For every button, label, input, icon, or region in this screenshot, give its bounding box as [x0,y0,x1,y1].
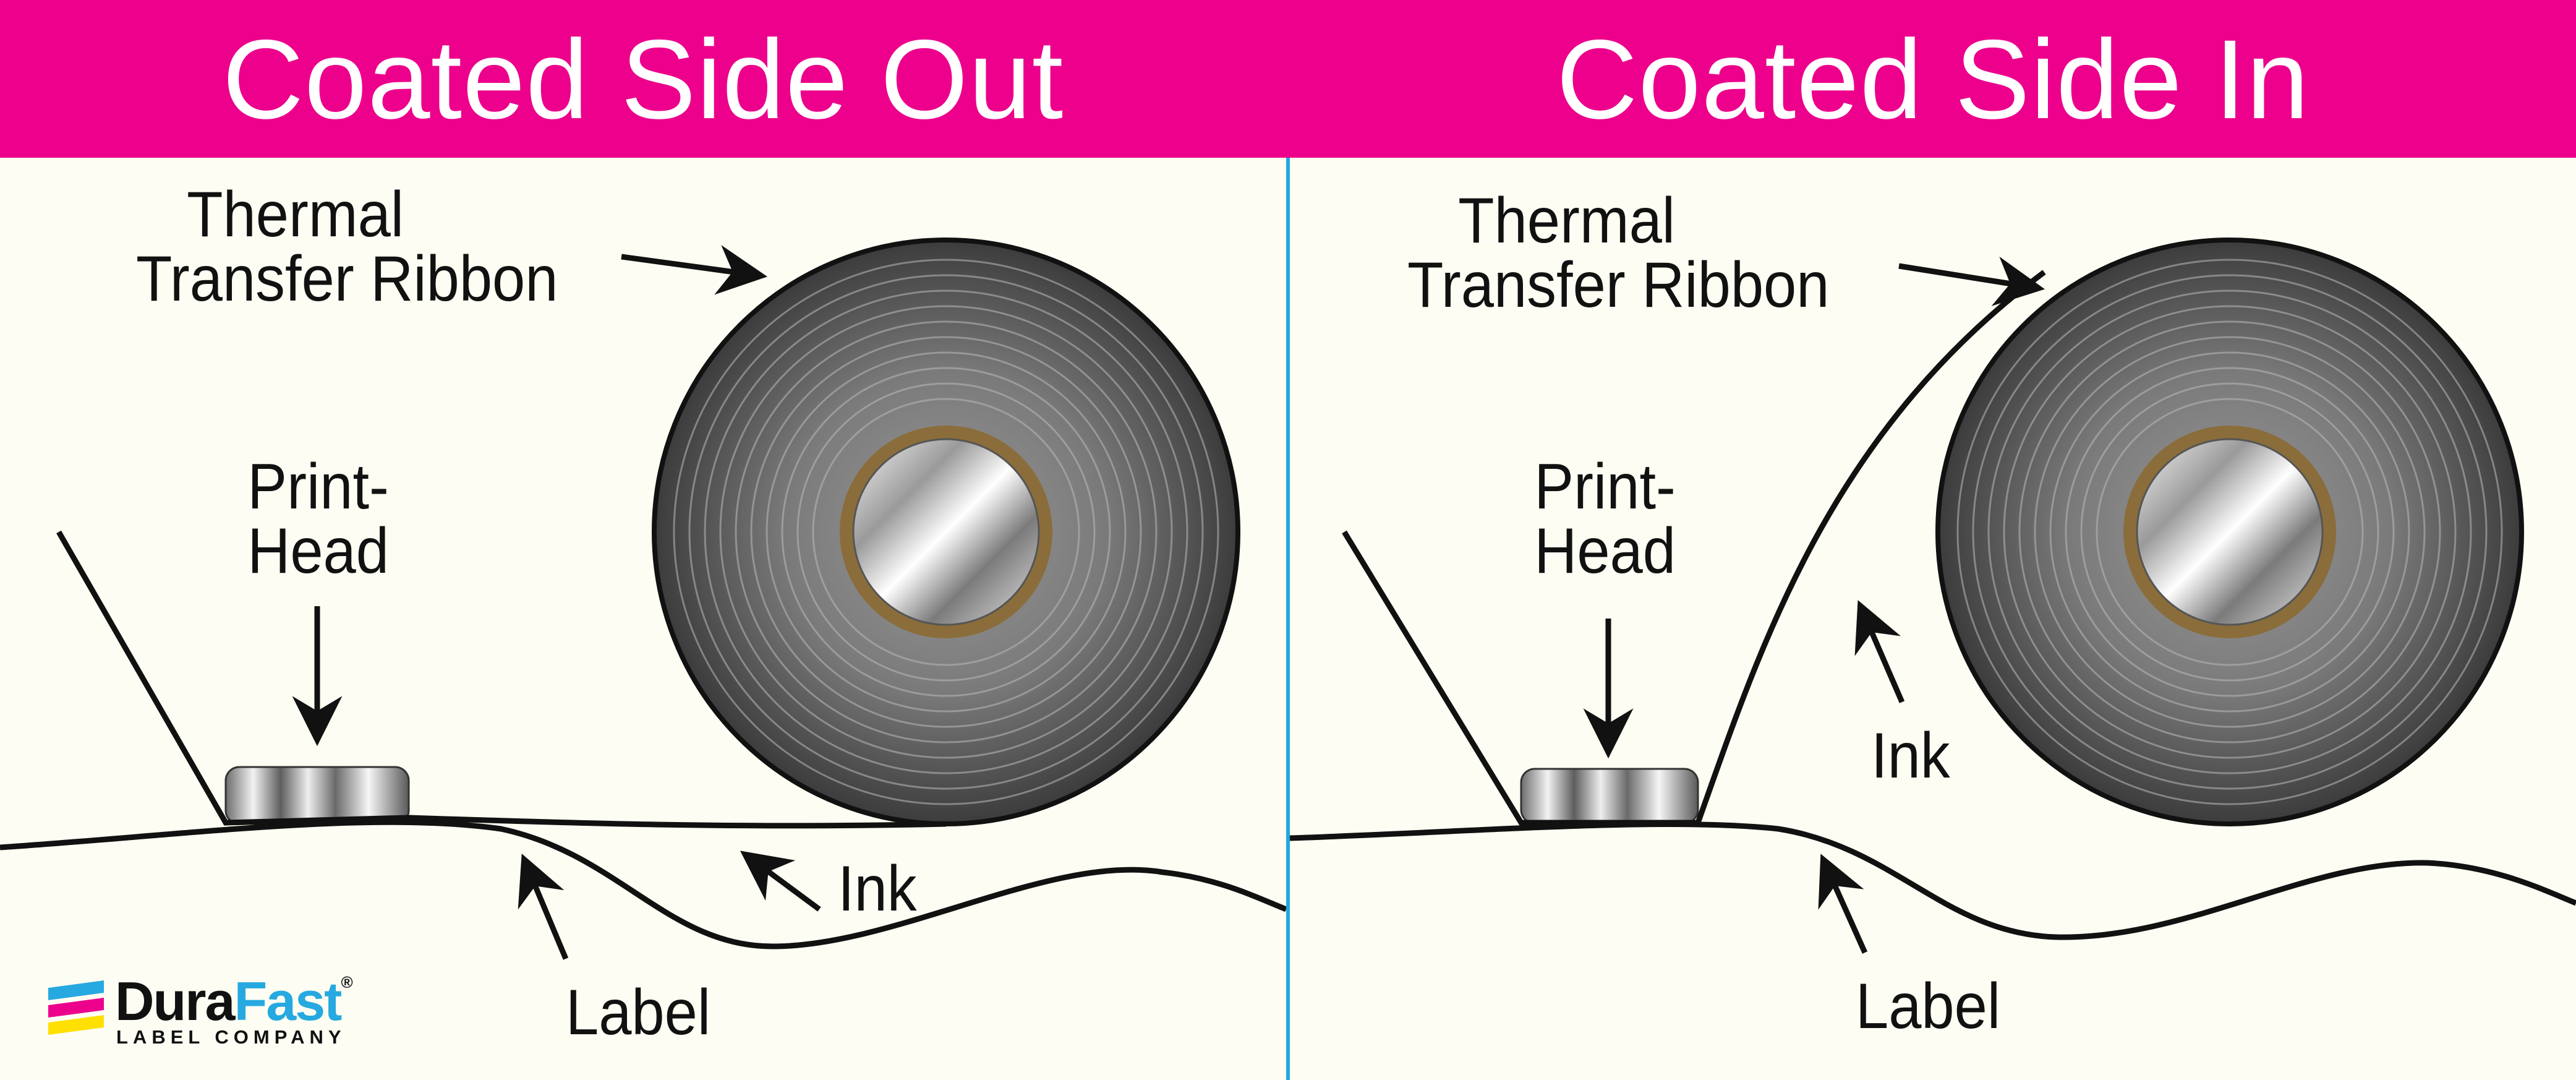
panel-coated-side-in: Coated Side In Thermal Transfer [1290,0,2576,1080]
label-path [0,819,1286,949]
logo-brand-fast: Fast [234,971,343,1032]
ribbon-label-line2: Transfer Ribbon [136,243,558,315]
ribbon-label: Thermal Transfer Ribbon [136,179,558,315]
ribbon-arrow [621,245,768,295]
hub [2136,438,2324,626]
ribbon-roll [652,238,1240,826]
logo-mark-icon [48,980,104,1035]
ribbon-label-line1: Thermal [1458,185,1676,257]
label-arrow [518,854,569,960]
hub [852,438,1040,626]
durafast-logo: DuraFast® LABEL COMPANY [42,974,353,1048]
ribbon-arrow [1898,256,2045,306]
diagram-coated-side-in [1290,238,2576,954]
panel-title: Coated Side Out [222,15,1064,142]
banner: Coated Side Out [0,0,1286,158]
label-path [1290,821,2576,940]
ribbon-label-line1: Thermal [187,179,404,251]
diagram-coated-side-out [0,238,1286,960]
logo-brand-dura: Dura [115,971,235,1032]
logo-tagline: LABEL COMPANY [116,1026,346,1048]
printhead-label-line1: Print- [1534,451,1676,523]
panel-divider [1286,158,1290,1080]
print-head [224,766,410,825]
ink-label: Ink [838,853,917,925]
logo-registered: ® [341,973,352,992]
ribbon-path [1342,270,2046,826]
label-label: Label [1856,971,2001,1042]
printhead-label-line2: Head [1534,515,1676,587]
ink-arrow [1854,600,1905,703]
ink-arrow [740,851,821,912]
label-label: Label [566,977,711,1048]
ribbon-path [56,530,947,829]
label-arrow [1818,854,1868,954]
ribbon-label: Thermal Transfer Ribbon [1407,185,1830,321]
logo-brand: DuraFast® [115,971,353,1032]
printhead-label: Print- Head [1531,455,1679,583]
banner: Coated Side In [1290,0,2576,158]
printhead-label-line1: Print- [247,451,389,523]
banner-gap [1286,0,1290,158]
printhead-label-line2: Head [247,515,389,587]
ribbon-label-line2: Transfer Ribbon [1407,249,1830,321]
ink-label: Ink [1871,720,1950,792]
panel-coated-side-out: Coated Side Out Ther [0,0,1286,1080]
ribbon-roll [1935,238,2524,826]
printhead-label: Print- Head [244,455,392,583]
print-head [1520,768,1699,825]
panel-title: Coated Side In [1556,15,2310,142]
